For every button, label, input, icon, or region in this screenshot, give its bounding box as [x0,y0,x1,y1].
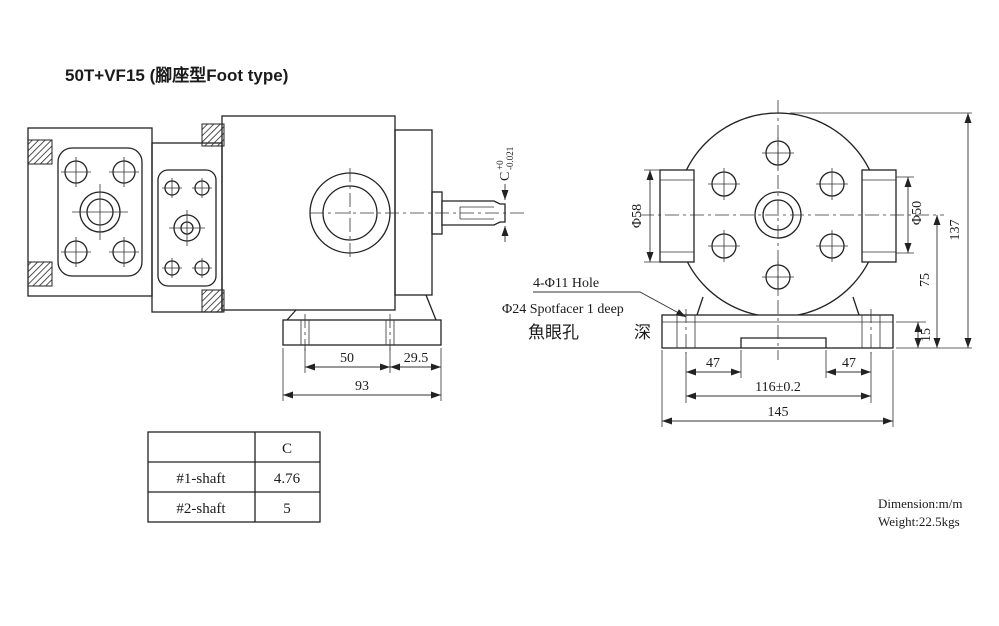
dim-29-5-label: 29.5 [404,351,429,366]
front-cover [394,129,433,296]
pedestal-sides [696,296,860,316]
page-title: 50T+VF15 (腳座型Foot type) [65,65,288,85]
front-bottom-dimensions: 47 47 116±0.2 145 [661,350,894,427]
table-header-c: C [282,441,292,457]
right-port-flange [861,169,897,263]
rear-port-centerlines [72,184,128,240]
dim-75-label: 75 [918,273,933,287]
rear-bolt-centermarks [61,157,139,267]
spotface-note-text: Φ24 Spotfacer 1 deep [502,302,624,317]
spotface-cn-text: 魚眼孔 [528,323,579,342]
dim-93-label: 93 [355,379,369,394]
dim-137-label: 137 [948,220,963,241]
rear-flange [57,147,143,277]
front-base [661,309,894,354]
mid-flange [157,169,217,287]
deep-cn-text: 深 [634,323,651,342]
shaft-tolerance-upper: +0 [495,160,505,170]
shaft-dim-letter: C [498,172,513,181]
side-view: C +0 -0.021 50 29.5 93 [27,115,528,401]
shaft-tolerance-lower: -0.021 [505,147,515,170]
dim-15: 15 [896,321,934,348]
dim-145-label: 145 [768,405,789,420]
seal-hatch-bottom-left [27,261,53,287]
side-dimensions: 50 29.5 93 [282,348,442,401]
mid-bore-centerlines [169,210,205,246]
table-row2-value: 5 [283,501,291,517]
dimension-note: Dimension:m/m [878,496,963,511]
footer-notes: Dimension:m/m Weight:22.5kgs [878,496,963,529]
front-view: Φ58 Φ50 137 75 15 47 [502,100,972,427]
mid-bolt-centermarks [162,178,212,278]
dim-15-label: 15 [919,328,934,342]
dim-50-label: 50 [340,351,354,366]
side-foot [282,294,442,351]
dim-47-left-label: 47 [706,356,720,371]
dim-137: 137 [790,112,972,349]
seal-hatch-bottom-mid [201,289,225,313]
table-row1-value: 4.76 [274,471,301,487]
seal-hatch-top-mid [201,123,225,147]
dim-116-label: 116±0.2 [755,380,801,395]
left-port-flange [659,169,695,263]
table-row2-label: #2-shaft [176,501,226,517]
table-row1-label: #1-shaft [176,471,226,487]
dim-shaft-diameter: C +0 -0.021 [495,147,515,242]
dim-phi50: Φ50 [896,176,925,254]
dim-47-right-label: 47 [842,356,856,371]
dim-75: 75 [918,215,941,348]
weight-note: Weight:22.5kgs [878,514,960,529]
dim-phi58-label: Φ58 [630,204,645,228]
hole-annotation: 4-Φ11 Hole Φ24 Spotfacer 1 deep 魚眼孔 深 [502,276,687,342]
dim-phi50-label: Φ50 [910,201,925,225]
hole-note-text: 4-Φ11 Hole [533,276,599,291]
dim-phi58: Φ58 [630,169,660,263]
seal-hatch-top-left [27,139,53,165]
shaft-table: C #1-shaft 4.76 #2-shaft 5 [147,431,321,523]
